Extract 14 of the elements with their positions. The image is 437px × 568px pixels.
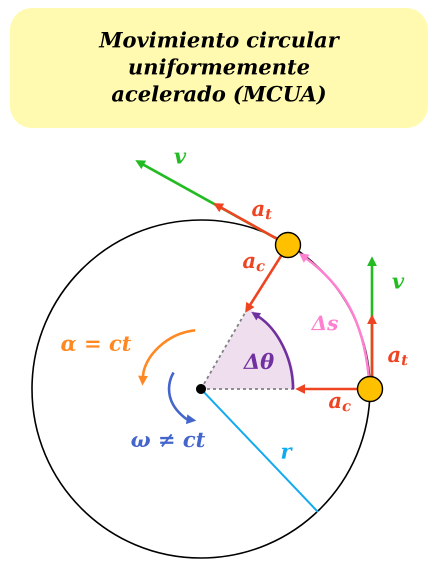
vector-label: a$_{t}$ (252, 204, 272, 220)
title-box: Movimiento circular uniformemente acelerado (MCUA) (10, 8, 428, 128)
vector-label: α = ct (61, 336, 132, 352)
vector-label: ω ≠ ct (131, 432, 206, 448)
vector-label: a$_{c}$ (243, 256, 265, 272)
edge-label: Δs (310, 316, 338, 330)
vector-label: a$_{c}$ (329, 396, 351, 412)
vector-label: Δθ (243, 352, 274, 370)
particle (274, 232, 302, 258)
particle (356, 376, 384, 402)
vector-label: r (282, 447, 293, 459)
vector-label: a$_{t}$ (388, 350, 408, 366)
vector-label: v (392, 278, 404, 288)
vector-label: v (174, 152, 186, 164)
